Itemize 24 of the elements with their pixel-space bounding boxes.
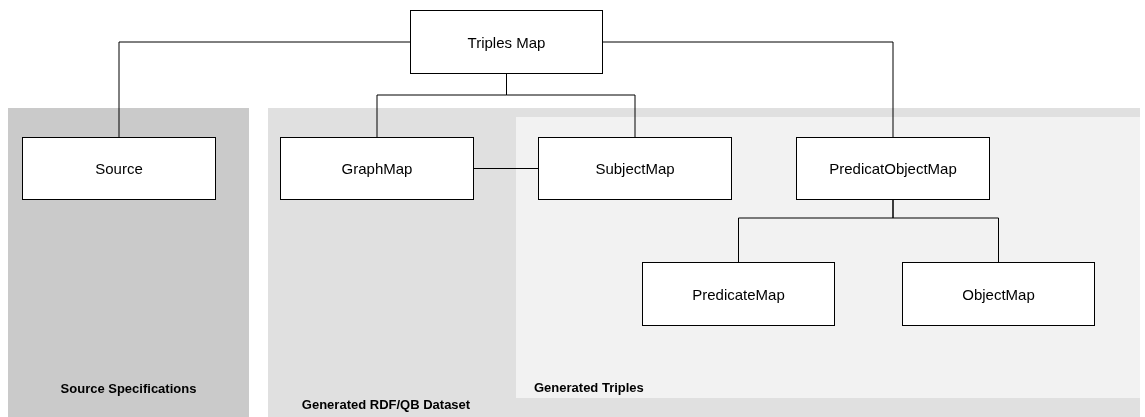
box-label: PredicatObjectMap bbox=[829, 160, 957, 177]
map-box bbox=[280, 137, 474, 200]
box-label: SubjectMap bbox=[595, 160, 675, 177]
box-label: Source bbox=[95, 160, 143, 177]
box-label: GraphMap bbox=[341, 160, 413, 177]
connector-line bbox=[118, 41, 411, 138]
box-label: PredicateMap bbox=[692, 285, 785, 303]
connector-line bbox=[892, 199, 999, 263]
connector-line bbox=[473, 168, 539, 169]
group-band bbox=[268, 108, 1140, 417]
box-label: Triples Map bbox=[467, 33, 546, 51]
map-box bbox=[410, 10, 603, 74]
map-box bbox=[22, 137, 216, 200]
band-heading: Source Specifications bbox=[59, 381, 198, 397]
map-box bbox=[902, 262, 1095, 326]
map-box bbox=[538, 137, 732, 200]
connector-line bbox=[602, 41, 894, 138]
map-box bbox=[796, 137, 990, 200]
map-box bbox=[642, 262, 835, 326]
band-heading: Generated Triples bbox=[534, 380, 645, 396]
group-band bbox=[516, 117, 1140, 398]
box-label: ObjectMap bbox=[962, 285, 1035, 303]
band-heading: Generated RDF/QB Dataset bbox=[300, 397, 472, 413]
group-band bbox=[8, 108, 249, 417]
